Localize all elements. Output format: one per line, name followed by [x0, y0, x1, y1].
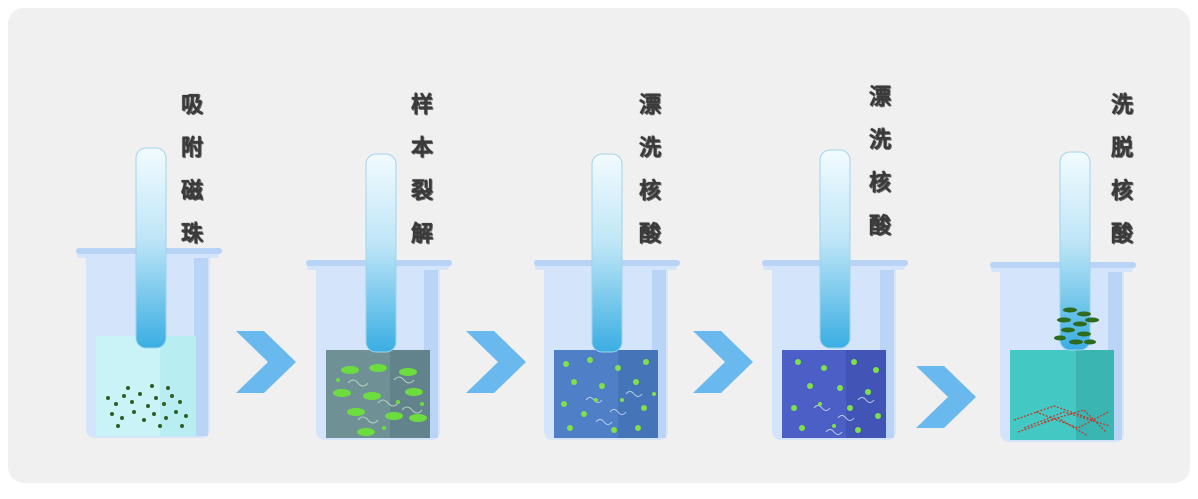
magnetic-rod — [135, 147, 167, 349]
debris — [813, 397, 875, 435]
stage-elute: 洗 脱 核 酸 — [984, 8, 1164, 499]
stage-sample-lysis: 样 本 裂 解 — [298, 8, 478, 499]
stage-label: 漂 洗 核 酸 — [868, 85, 891, 239]
magnetic-rod — [1059, 151, 1091, 351]
stage-wash-2: 漂 洗 核 酸 — [754, 8, 934, 499]
stage-adsorb-beads: 吸 附 磁 珠 — [68, 8, 248, 499]
beaker-side-shade — [194, 258, 208, 436]
beaker-with-magnetic-rod-1 — [76, 147, 222, 438]
dna-strands — [1013, 405, 1111, 437]
debris — [585, 391, 643, 425]
beaker-with-magnetic-rod-5 — [990, 151, 1136, 442]
beaker-with-magnetic-rod-2 — [306, 153, 452, 440]
magnetic-rod — [365, 153, 397, 353]
stage-label: 吸 附 磁 珠 — [180, 93, 203, 247]
cell-debris — [347, 376, 423, 424]
beaker-with-magnetic-rod-4 — [762, 149, 908, 440]
stage-label: 洗 脱 核 酸 — [1110, 93, 1133, 247]
magnetic-rod — [819, 149, 851, 349]
liquid-shade — [1076, 350, 1114, 440]
attached-magnetic-beads — [1054, 307, 1099, 345]
liquid-shade — [160, 336, 196, 436]
chevron-right-icon — [693, 331, 753, 393]
magnetic-rod — [591, 153, 623, 353]
process-diagram: 吸 附 磁 珠 — [8, 8, 1190, 483]
lysed-cells — [333, 364, 427, 436]
chevron-right-icon — [236, 331, 296, 393]
stage-label: 样 本 裂 解 — [410, 93, 433, 247]
nucleic-acid-particles — [791, 359, 881, 433]
chevron-right-icon — [466, 331, 526, 393]
stage-wash-1: 漂 洗 核 酸 — [526, 8, 706, 499]
beaker-with-magnetic-rod-3 — [534, 153, 680, 440]
magnetic-beads — [106, 384, 188, 428]
chevron-right-icon — [916, 366, 976, 428]
stage-label: 漂 洗 核 酸 — [638, 93, 661, 247]
liquid-shade — [618, 350, 658, 438]
nucleic-acid-particles — [561, 357, 656, 433]
